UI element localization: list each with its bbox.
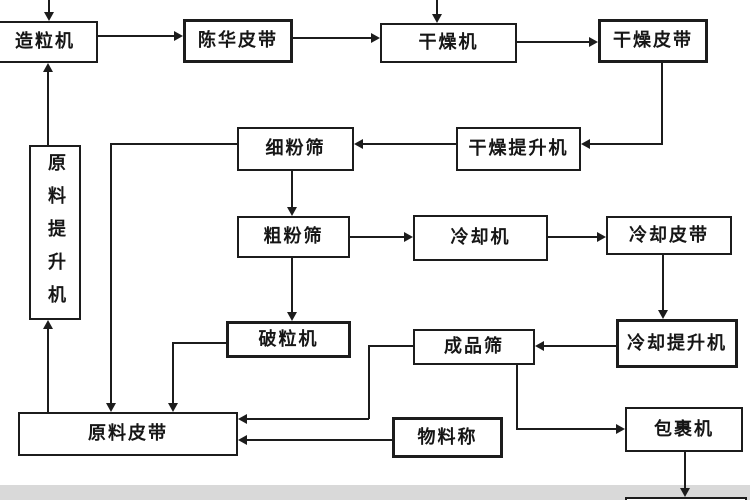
coarse-powder-sieve-label: 粗粉筛 bbox=[263, 226, 324, 247]
line bbox=[662, 255, 664, 310]
arrowhead-right bbox=[616, 424, 625, 434]
arrowhead-down bbox=[168, 403, 178, 412]
dryer-box: 干燥机 bbox=[380, 23, 517, 63]
material-scale-box: 物料称 bbox=[392, 417, 503, 458]
raw-material-belt-label: 原料皮带 bbox=[88, 423, 168, 444]
line bbox=[247, 418, 369, 420]
line bbox=[173, 342, 226, 344]
line bbox=[436, 0, 438, 14]
cooler-label: 冷却机 bbox=[450, 227, 511, 248]
line bbox=[368, 345, 370, 419]
line bbox=[350, 236, 404, 238]
raw-material-elevator-box: 原料提升机 bbox=[29, 145, 81, 320]
cooling-elevator-box: 冷却提升机 bbox=[616, 319, 738, 368]
raw-material-elevator-label: 原料提升机 bbox=[45, 153, 66, 318]
crusher-box: 破粒机 bbox=[226, 321, 351, 358]
wrapper-box: 包裹机 bbox=[625, 407, 743, 452]
line bbox=[98, 35, 174, 37]
line bbox=[517, 41, 589, 43]
line bbox=[48, 0, 50, 12]
arrowhead-right bbox=[589, 37, 598, 47]
line bbox=[363, 143, 456, 145]
line bbox=[47, 329, 49, 412]
line bbox=[293, 37, 371, 39]
granulator-label: 造粒机 bbox=[15, 31, 75, 52]
aging-belt-box: 陈华皮带 bbox=[183, 19, 293, 63]
granulator-box: 造粒机 bbox=[0, 21, 98, 63]
cooling-belt-box: 冷却皮带 bbox=[606, 216, 732, 255]
arrowhead-right bbox=[404, 232, 413, 242]
arrowhead-down bbox=[432, 14, 442, 23]
line bbox=[516, 428, 616, 430]
arrowhead-right bbox=[371, 33, 380, 43]
product-sieve-label: 成品筛 bbox=[444, 336, 504, 357]
arrowhead-left bbox=[354, 139, 363, 149]
arrowhead-left bbox=[238, 435, 247, 445]
fine-powder-sieve-label: 细粉筛 bbox=[265, 138, 326, 159]
arrowhead-left bbox=[581, 139, 590, 149]
line bbox=[291, 258, 293, 312]
arrowhead-left bbox=[535, 341, 544, 351]
wrapper-label: 包裹机 bbox=[654, 418, 714, 440]
line bbox=[548, 236, 597, 238]
arrowhead-up bbox=[43, 320, 53, 329]
drying-elevator-box: 干燥提升机 bbox=[456, 127, 581, 171]
arrowhead-right bbox=[174, 31, 183, 41]
cooler-box: 冷却机 bbox=[413, 215, 548, 261]
product-sieve-box: 成品筛 bbox=[413, 329, 535, 365]
dryer-label: 干燥机 bbox=[418, 32, 479, 53]
arrowhead-down bbox=[106, 403, 116, 412]
bottom-edge-strip bbox=[0, 485, 750, 500]
material-scale-label: 物料称 bbox=[417, 426, 478, 448]
fine-powder-sieve-box: 细粉筛 bbox=[237, 127, 354, 171]
raw-material-belt-box: 原料皮带 bbox=[18, 412, 238, 456]
arrowhead-left bbox=[238, 414, 247, 424]
line bbox=[516, 365, 518, 430]
line bbox=[291, 171, 293, 207]
line bbox=[684, 452, 686, 488]
coarse-powder-sieve-box: 粗粉筛 bbox=[237, 216, 350, 258]
cooling-belt-label: 冷却皮带 bbox=[629, 224, 709, 246]
aging-belt-label: 陈华皮带 bbox=[198, 30, 278, 51]
arrowhead-right bbox=[597, 232, 606, 242]
drying-belt-box: 干燥皮带 bbox=[598, 19, 708, 63]
crusher-label: 破粒机 bbox=[258, 328, 319, 350]
line bbox=[172, 342, 174, 403]
line bbox=[110, 143, 112, 403]
cooling-elevator-label: 冷却提升机 bbox=[627, 332, 727, 354]
arrowhead-down bbox=[287, 312, 297, 321]
line bbox=[369, 345, 413, 347]
line bbox=[544, 345, 616, 347]
line bbox=[590, 143, 662, 145]
drying-belt-label: 干燥皮带 bbox=[613, 30, 693, 51]
cutoff-bottom-box bbox=[625, 497, 747, 500]
line bbox=[661, 63, 663, 145]
arrowhead-down bbox=[44, 12, 54, 21]
line bbox=[247, 439, 392, 441]
line bbox=[47, 72, 49, 145]
arrowhead-up bbox=[43, 63, 53, 72]
line bbox=[111, 143, 237, 145]
drying-elevator-label: 干燥提升机 bbox=[468, 138, 569, 159]
arrowhead-down bbox=[287, 207, 297, 216]
arrowhead-down bbox=[658, 310, 668, 319]
arrowhead-down bbox=[680, 488, 690, 497]
